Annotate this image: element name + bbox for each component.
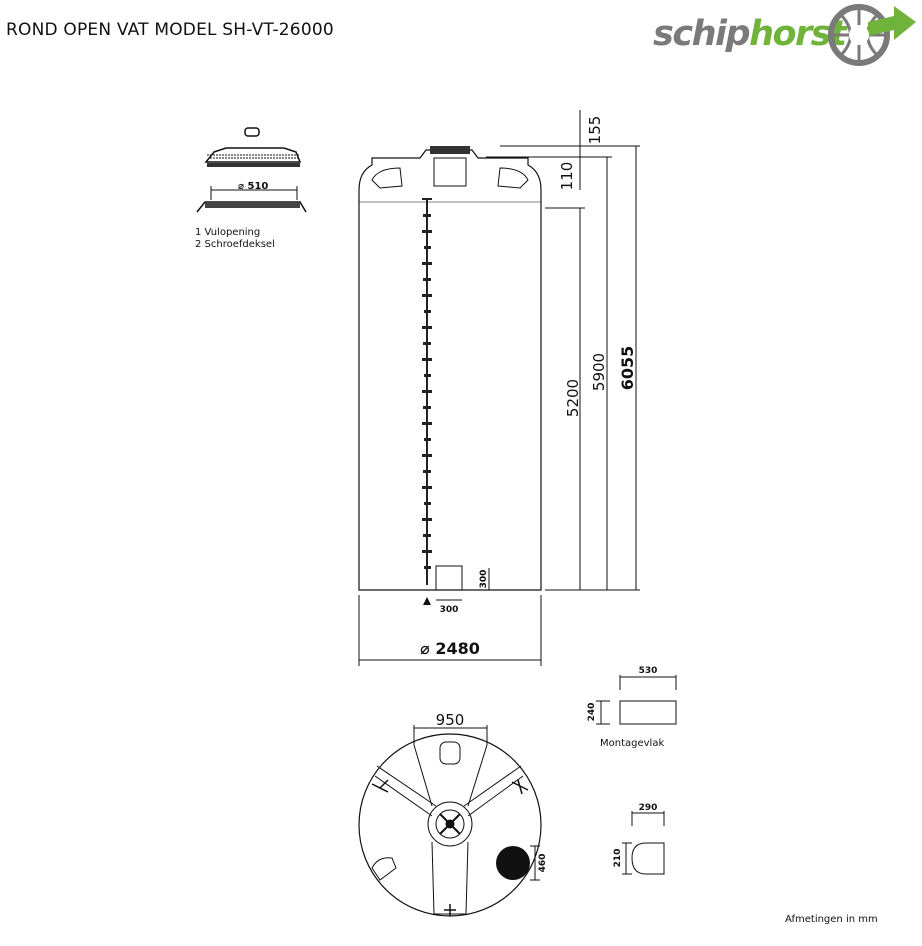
globe-arrow-icon bbox=[828, 4, 916, 66]
plan-outlet bbox=[496, 846, 530, 880]
dim-plan-outlet: 460 bbox=[538, 854, 548, 873]
mounting-surface bbox=[596, 675, 677, 725]
page-title: ROND OPEN VAT MODEL SH-VT-26000 bbox=[6, 20, 334, 40]
tank-elevation bbox=[358, 146, 542, 605]
fill-cap bbox=[430, 146, 470, 154]
mount-rect bbox=[619, 700, 677, 725]
dim-outlet-height: 300 bbox=[479, 570, 489, 589]
tank-handle-left bbox=[371, 167, 403, 189]
lid-detail bbox=[196, 127, 307, 213]
plan-ribs-side bbox=[374, 765, 524, 817]
lid-knob bbox=[244, 127, 260, 137]
plan-marker-left-icon bbox=[371, 779, 389, 793]
niche-detail bbox=[622, 811, 665, 875]
mount-label: Montagevlak bbox=[600, 738, 664, 749]
fill-opening bbox=[433, 157, 467, 187]
mount-height: 240 bbox=[587, 703, 597, 722]
elevation-dimensions bbox=[358, 110, 640, 666]
dim-total-no-cap: 5900 bbox=[590, 353, 608, 391]
tank-body bbox=[358, 149, 542, 591]
niche-height: 210 bbox=[613, 849, 623, 868]
dim-diameter: ⌀ 2480 bbox=[420, 639, 480, 658]
dim-body: 5200 bbox=[564, 379, 582, 417]
level-scale bbox=[422, 198, 432, 585]
plan-marker-bottom-icon bbox=[444, 904, 456, 916]
tank-handle-right bbox=[497, 167, 529, 189]
dim-total: 6055 bbox=[618, 346, 637, 391]
niche-shape bbox=[631, 842, 665, 875]
outlet-marker-icon bbox=[423, 597, 431, 605]
plan-rib-bottom bbox=[431, 841, 469, 915]
legend-item-1: 1 Vulopening bbox=[195, 227, 260, 238]
plan-rib-top bbox=[413, 744, 488, 807]
dim-outlet-width: 300 bbox=[440, 605, 459, 615]
dim-cap: 110 bbox=[558, 162, 576, 191]
mount-width: 530 bbox=[639, 666, 658, 676]
dim-plan-width: 950 bbox=[436, 711, 465, 729]
legend-item-2: 2 Schroefdeksel bbox=[195, 239, 275, 250]
dim-top: 155 bbox=[586, 116, 604, 145]
plan-handle-left bbox=[371, 857, 397, 881]
schiphorst-logo: schiphorst bbox=[650, 2, 920, 68]
lid-cap bbox=[204, 147, 302, 163]
plan-fill-opening bbox=[439, 741, 461, 765]
logo-word-part1: schip bbox=[653, 14, 751, 54]
units-note: Afmetingen in mm bbox=[785, 914, 878, 925]
outlet-frame bbox=[435, 565, 463, 591]
plan-center-hub bbox=[427, 801, 473, 847]
logo-wordmark: schiphorst bbox=[653, 14, 847, 54]
niche-width: 290 bbox=[639, 803, 658, 813]
tank-plan-view bbox=[358, 725, 542, 917]
plan-marker-right-icon bbox=[511, 779, 529, 795]
lid-diameter-label: ⌀ 510 bbox=[238, 181, 268, 192]
